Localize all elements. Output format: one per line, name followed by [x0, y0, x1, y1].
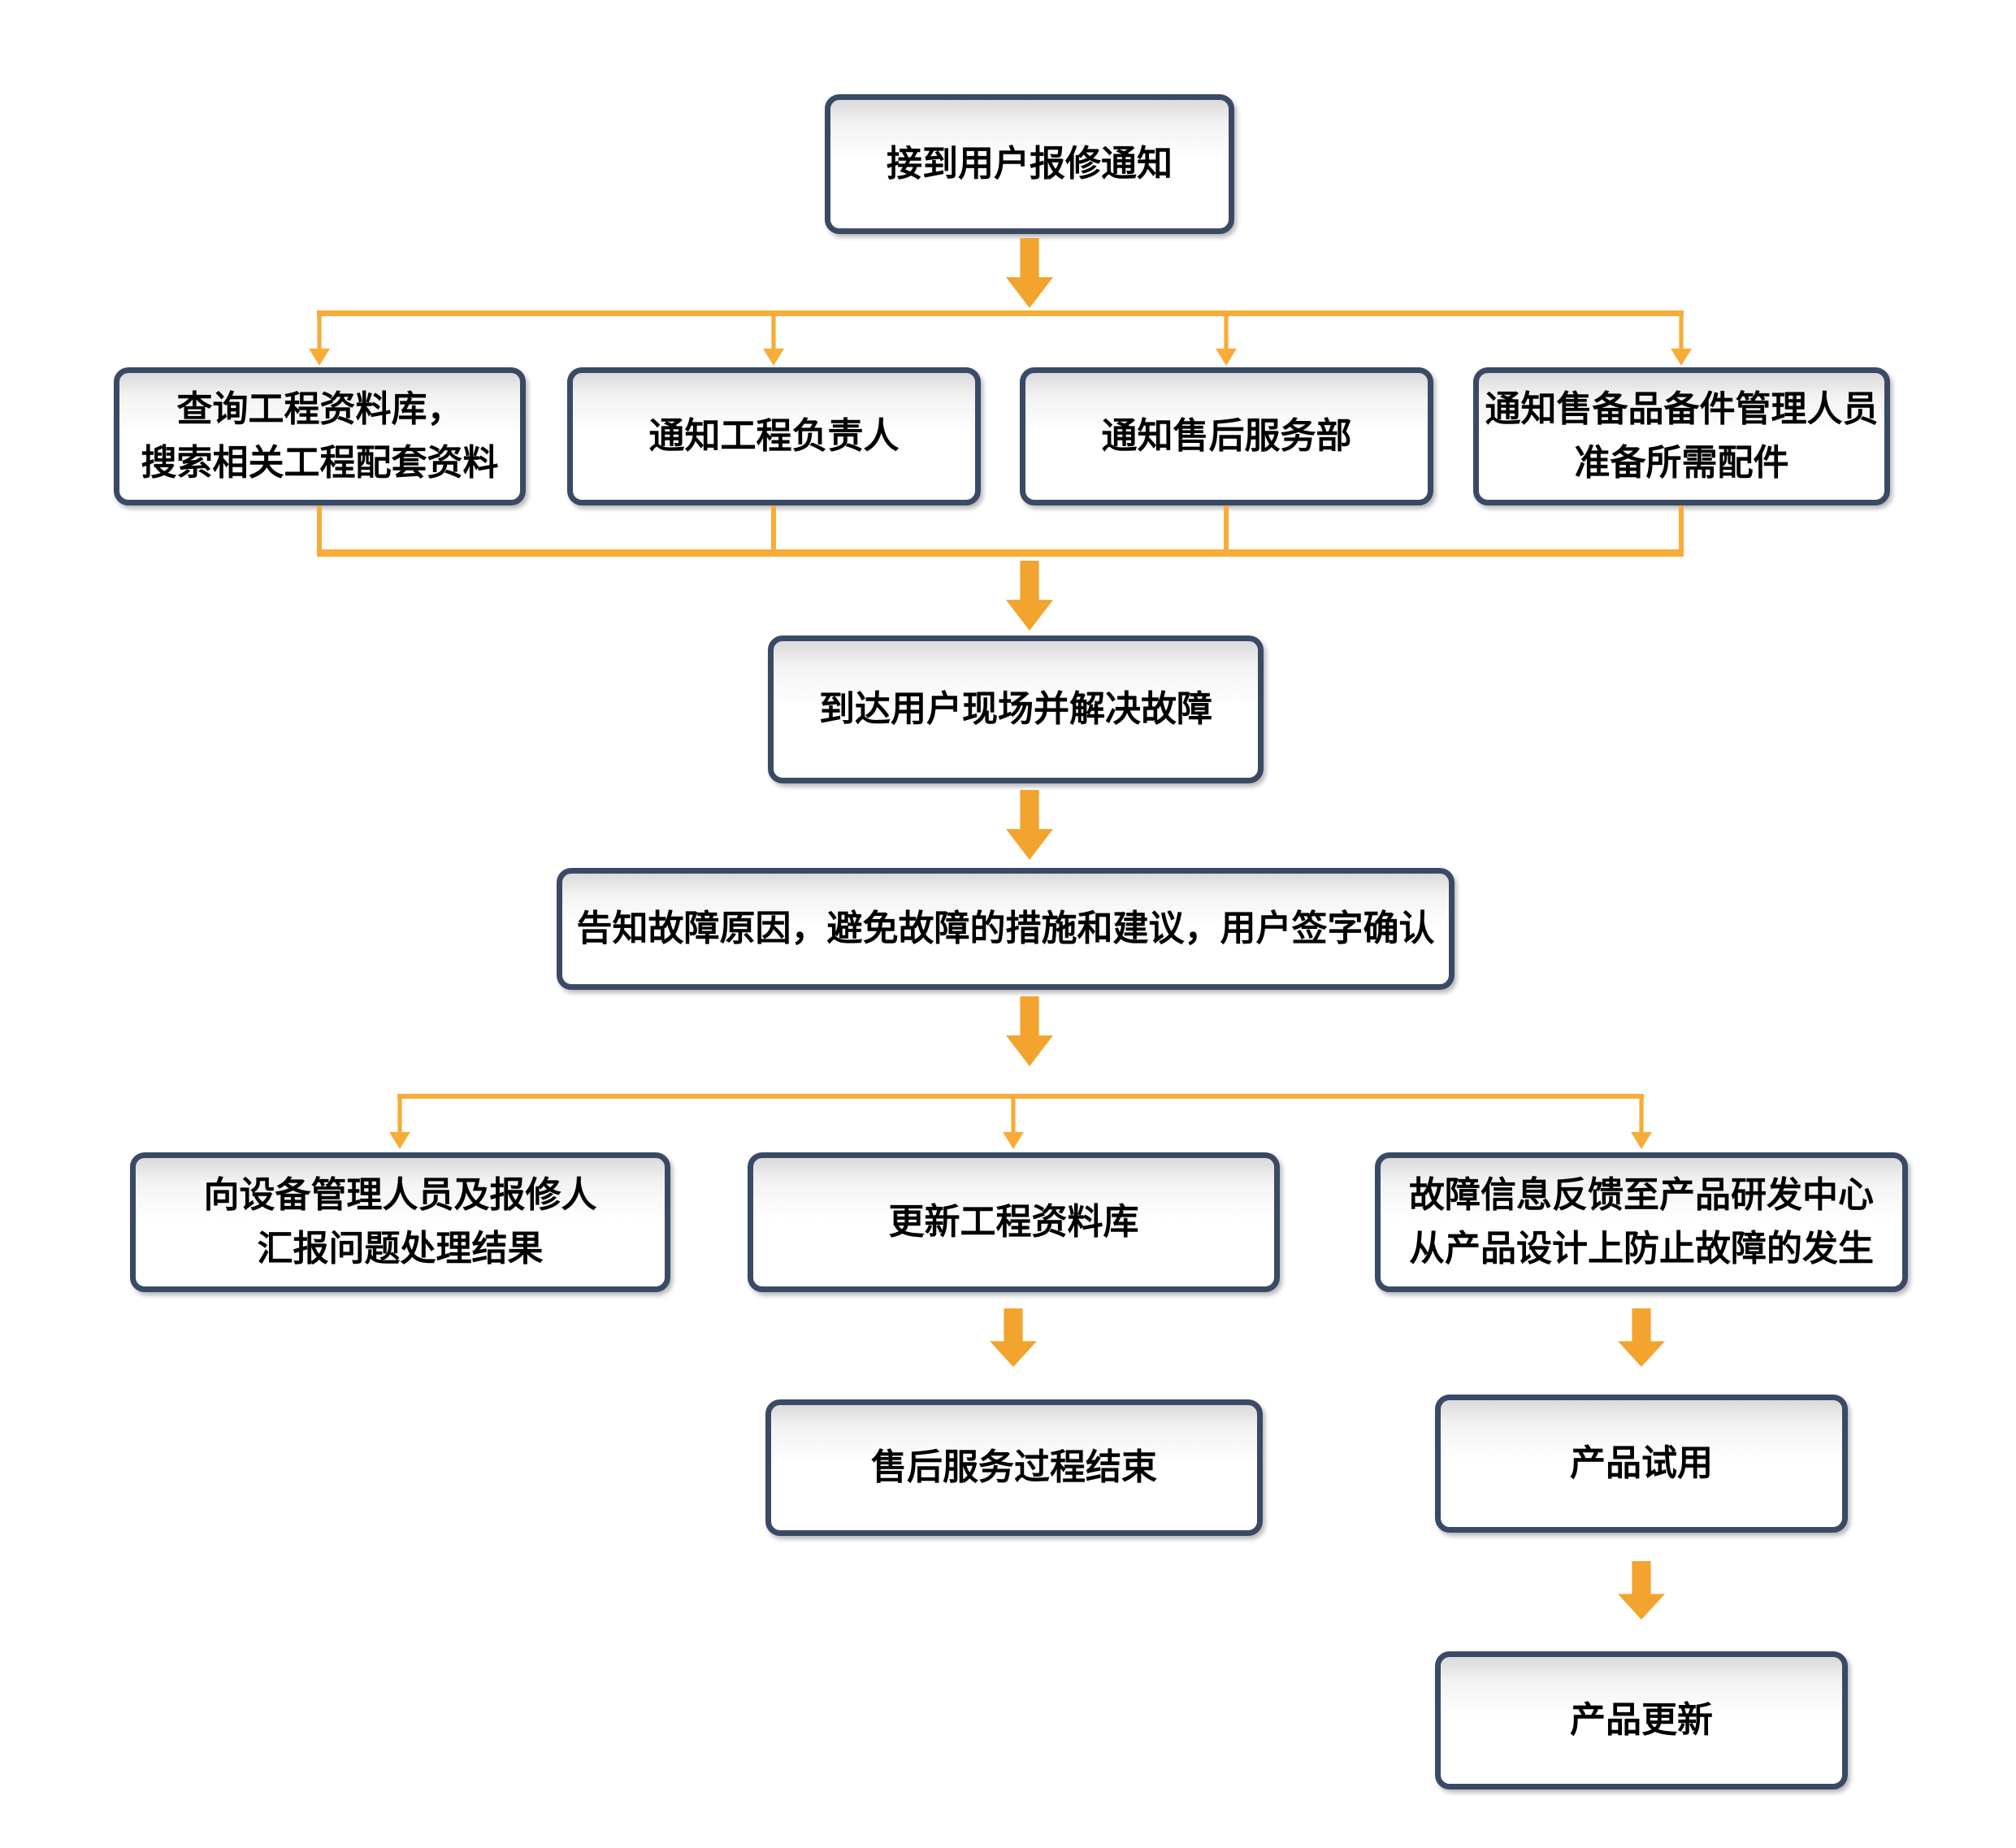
node-label: 向设备管理人员及报修人 [203, 1174, 597, 1216]
split-line-top [317, 310, 1684, 316]
node-notify-engineer: 通知工程负责人 [567, 367, 981, 505]
node-label: 告知故障原因，避免故障的措施和建议，用户签字确认 [576, 908, 1435, 949]
node-label: 产品更新 [1570, 1699, 1713, 1741]
branch-arrow-icon [389, 1097, 410, 1149]
node-label: 汇报问题处理结果 [257, 1228, 544, 1269]
branch-arrow-icon [309, 314, 330, 366]
node-label: 搜索相关工程配套资料 [141, 442, 499, 484]
branch-arrow-icon [763, 314, 784, 366]
flow-arrow-down-icon [1006, 561, 1053, 631]
flow-arrow-down-icon [1006, 790, 1053, 860]
node-label: 通知工程负责人 [648, 415, 900, 457]
node-label: 故障信息反馈至产品研发中心 [1409, 1174, 1874, 1216]
merge-line-drop [317, 505, 322, 554]
branch-arrow-icon [1631, 1097, 1652, 1149]
merge-line-bottom [317, 549, 1684, 557]
node-notify-spareparts: 通知售备品备件管理人员 准备所需配件 [1473, 367, 1890, 505]
node-feedback-rd: 故障信息反馈至产品研发中心 从产品设计上防止故障的发生 [1375, 1152, 1908, 1292]
flow-arrow-down-icon [1618, 1561, 1665, 1620]
node-label: 售后服务过程结束 [871, 1447, 1157, 1488]
split-line-bottom [397, 1094, 1644, 1099]
node-label: 到达用户现场并解决故障 [819, 688, 1212, 730]
flow-arrow-down-icon [1006, 996, 1053, 1066]
node-product-trial: 产品试用 [1435, 1395, 1848, 1533]
node-receive-notice: 接到用户报修通知 [825, 94, 1234, 234]
flow-arrow-down-icon [1006, 238, 1053, 308]
node-product-update: 产品更新 [1435, 1651, 1848, 1789]
node-notify-aftersales: 通知售后服务部 [1020, 367, 1433, 505]
merge-line-drop [1679, 505, 1684, 554]
node-arrive-resolve: 到达用户现场并解决故障 [768, 636, 1264, 783]
flow-arrow-down-icon [990, 1308, 1037, 1367]
node-label: 通知售备品备件管理人员 [1485, 388, 1879, 430]
node-query-db: 查询工程资料库， 搜索相关工程配套资料 [114, 367, 526, 505]
node-report-result: 向设备管理人员及报修人 汇报问题处理结果 [130, 1152, 670, 1292]
node-label: 从产品设计上防止故障的发生 [1409, 1228, 1874, 1269]
node-label: 查询工程资料库， [176, 388, 463, 430]
node-label: 更新工程资料库 [888, 1201, 1139, 1243]
merge-line-drop [1224, 505, 1229, 554]
node-inform-confirm: 告知故障原因，避免故障的措施和建议，用户签字确认 [557, 868, 1455, 990]
node-label: 准备所需配件 [1574, 442, 1789, 484]
flow-arrow-down-icon [1618, 1308, 1665, 1367]
merge-line-drop [771, 505, 776, 554]
branch-arrow-icon [1671, 314, 1692, 366]
branch-arrow-icon [1216, 314, 1237, 366]
node-label: 通知售后服务部 [1101, 415, 1352, 457]
node-label: 接到用户报修通知 [887, 143, 1173, 184]
node-label: 产品试用 [1570, 1442, 1713, 1484]
node-service-end: 售后服务过程结束 [765, 1399, 1263, 1536]
branch-arrow-icon [1003, 1097, 1024, 1149]
node-update-db: 更新工程资料库 [748, 1152, 1280, 1292]
